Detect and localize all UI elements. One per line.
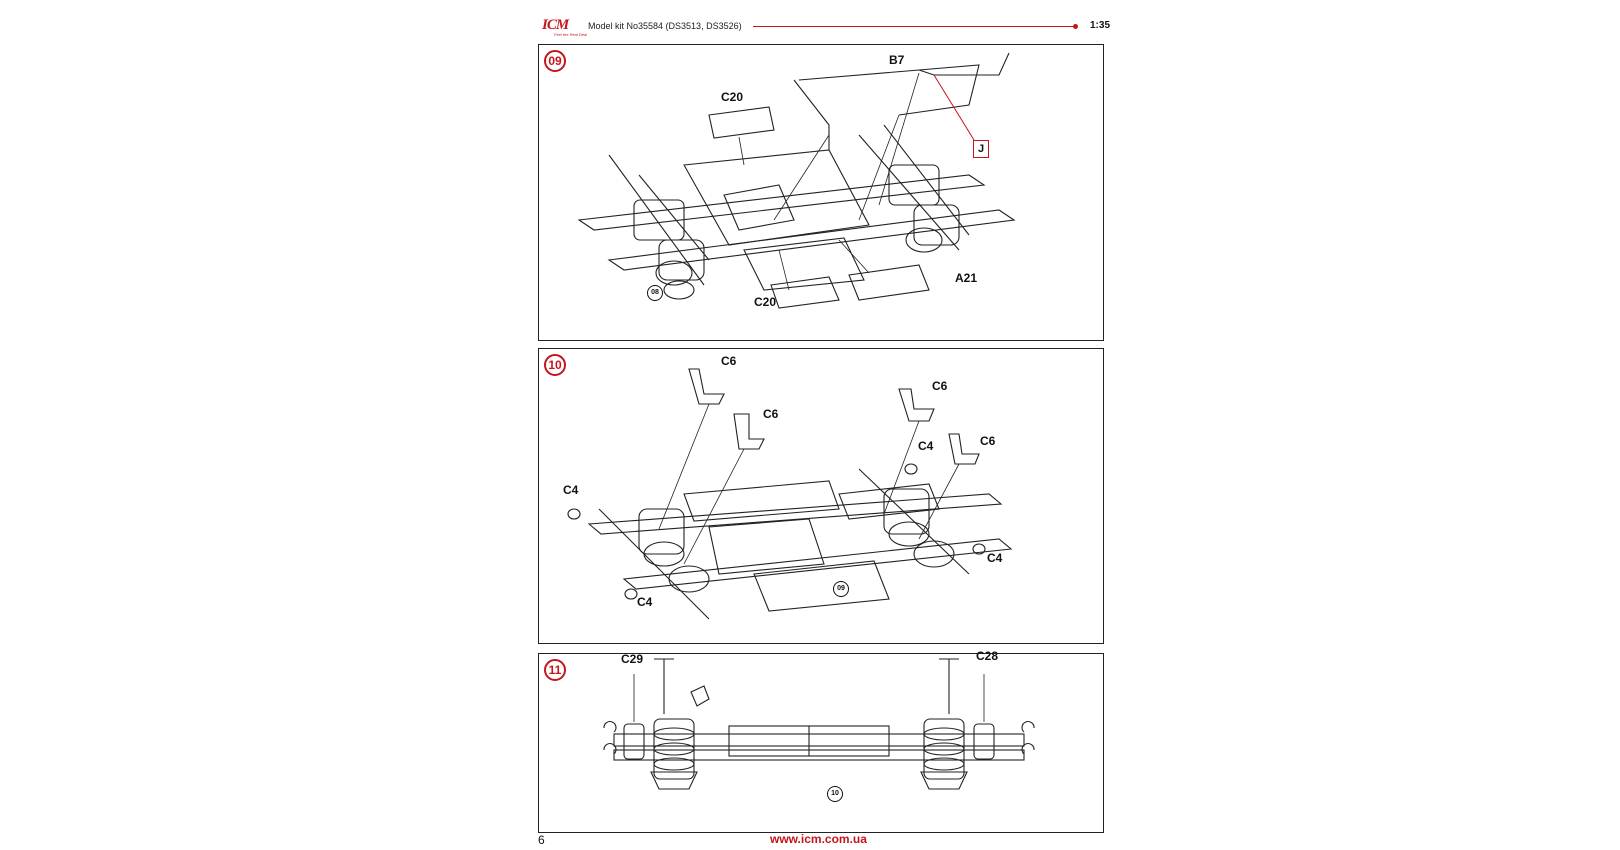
step-10-panel: 10 C6 C6 C6 C6 C4 C4 C4 C4 09: [538, 348, 1104, 644]
part-label-c29: C29: [621, 652, 644, 666]
step-number-09: 09: [544, 50, 566, 72]
part-label-c4: C4: [637, 595, 653, 609]
step-11-panel: 11 C29 C28 10: [538, 649, 1104, 833]
chassis-drawing-step-10: [567, 368, 1013, 620]
page-number: 6: [538, 833, 545, 847]
scale-label: 1:35: [1089, 20, 1110, 31]
ref-step-08: 08: [647, 285, 663, 301]
part-label-c6: C6: [721, 354, 737, 368]
part-label-c6: C6: [932, 379, 948, 393]
ref-step-10: 10: [827, 786, 843, 802]
model-kit-title: Model kit No35584 (DS3513, DS3526): [588, 21, 742, 31]
chassis-drawing-step-09: [577, 52, 1016, 309]
step-number-10: 10: [544, 354, 566, 376]
website-link[interactable]: www.icm.com.ua: [770, 832, 867, 846]
part-label-a21: A21: [955, 271, 978, 285]
decal-box-label-j: J: [973, 140, 989, 158]
header-rule-dot: [1073, 24, 1078, 29]
part-label-c4: C4: [563, 483, 579, 497]
chassis-drawing-step-11: [603, 658, 1035, 790]
part-label-c28: C28: [976, 649, 999, 663]
part-label-b7: B7: [889, 53, 905, 67]
part-label-c6: C6: [980, 434, 996, 448]
header-rule: [753, 26, 1076, 27]
part-label-c6: C6: [763, 407, 779, 421]
step-09-panel: 09 B7 C20 C20 A21 J 08: [538, 44, 1104, 341]
part-label-c4: C4: [918, 439, 934, 453]
part-label-c4: C4: [987, 551, 1003, 565]
icm-logo: ICM Feel the Real Deal: [542, 17, 588, 37]
part-label-c20: C20: [754, 295, 777, 309]
step-number-11: 11: [544, 659, 566, 681]
page-header: ICM Feel the Real Deal Model kit No35584…: [538, 17, 1110, 38]
part-label-c20: C20: [721, 90, 744, 104]
ref-step-09: 09: [833, 581, 849, 597]
